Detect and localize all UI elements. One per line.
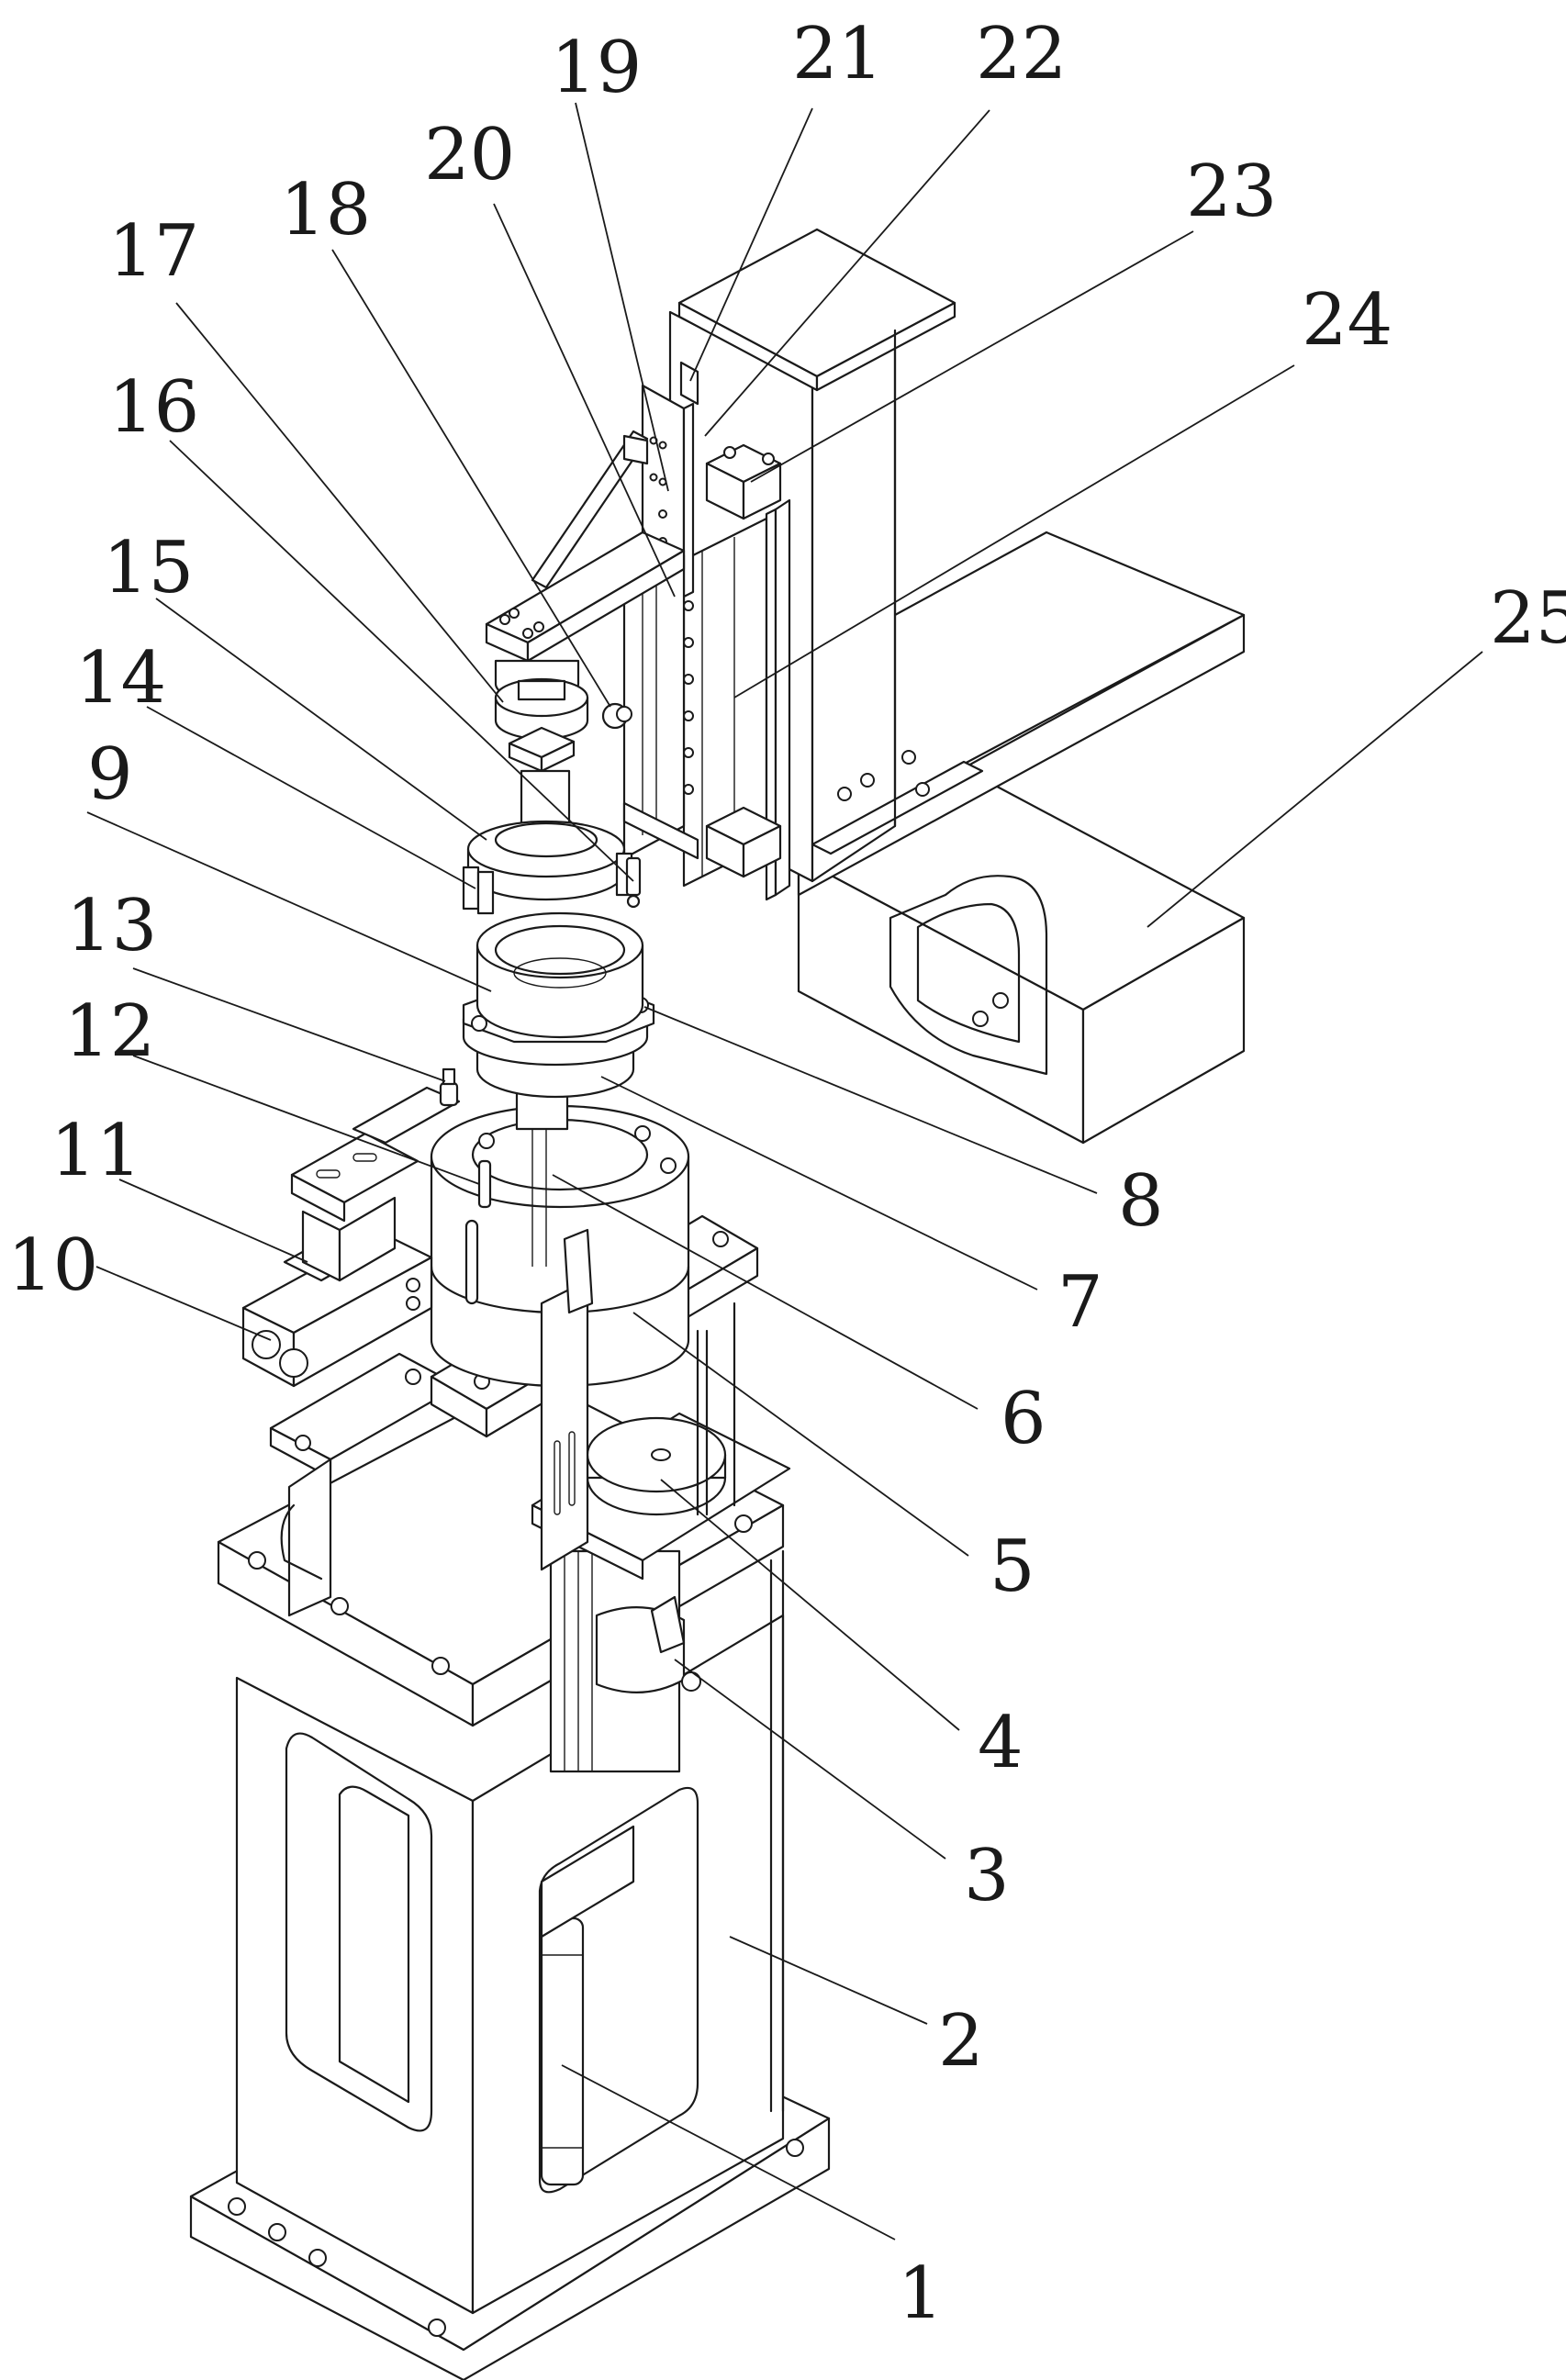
leader-9: [86, 811, 492, 992]
flange: [462, 911, 655, 1099]
leader-22: [704, 109, 990, 437]
label-13: 13: [66, 885, 157, 967]
leader-14: [146, 706, 476, 889]
leader-3: [674, 1659, 946, 1860]
leader-11: [118, 1179, 308, 1263]
label-24: 24: [1302, 279, 1393, 362]
leader-25: [1147, 651, 1483, 928]
label-7: 7: [1057, 1261, 1103, 1344]
label-22: 22: [976, 13, 1067, 95]
leader-16: [169, 440, 634, 882]
mid-assembly: [531, 1302, 791, 1773]
label-21: 21: [792, 13, 883, 95]
leader-5: [632, 1312, 969, 1557]
label-9: 9: [87, 733, 133, 816]
leader-15: [155, 598, 487, 841]
label-16: 16: [108, 366, 199, 449]
label-15: 15: [103, 527, 194, 609]
lower-frame: [189, 1375, 831, 2380]
leader-18: [331, 249, 611, 708]
label-12: 12: [64, 990, 155, 1073]
leader-8: [643, 1006, 1098, 1194]
label-3: 3: [964, 1835, 1010, 1917]
label-6: 6: [1001, 1378, 1046, 1460]
label-8: 8: [1118, 1160, 1164, 1243]
label-2: 2: [938, 2000, 984, 2083]
label-11: 11: [50, 1110, 141, 1192]
gripper-assembly: [241, 1067, 461, 1388]
leader-6: [552, 1174, 979, 1410]
leader-19: [575, 102, 669, 492]
label-25: 25: [1490, 577, 1566, 660]
leader-12: [132, 1055, 480, 1185]
leader-7: [600, 1076, 1038, 1291]
label-5: 5: [990, 1525, 1035, 1608]
label-23: 23: [1186, 151, 1277, 233]
label-4: 4: [978, 1702, 1023, 1784]
leader-17: [175, 302, 504, 703]
label-19: 19: [551, 27, 642, 109]
label-20: 20: [424, 114, 515, 196]
label-18: 18: [280, 169, 371, 251]
leader-20: [493, 203, 676, 598]
leader-23: [750, 230, 1194, 483]
leader-13: [132, 967, 446, 1082]
leader-1: [561, 2064, 896, 2240]
leader-10: [95, 1266, 272, 1341]
leader-24: [733, 364, 1295, 698]
label-1: 1: [898, 2252, 944, 2335]
linear-module: [531, 361, 791, 901]
label-10: 10: [7, 1224, 98, 1307]
leader-21: [689, 107, 813, 382]
label-14: 14: [75, 637, 166, 720]
part-labels: 1 2 3 4 5 6 7 8 9 10 11 12 13 14 15 16 1…: [7, 13, 1566, 2335]
leader-lines: [86, 102, 1483, 2240]
label-17: 17: [108, 210, 199, 293]
leader-4: [660, 1479, 960, 1731]
leader-2: [729, 1936, 928, 2025]
